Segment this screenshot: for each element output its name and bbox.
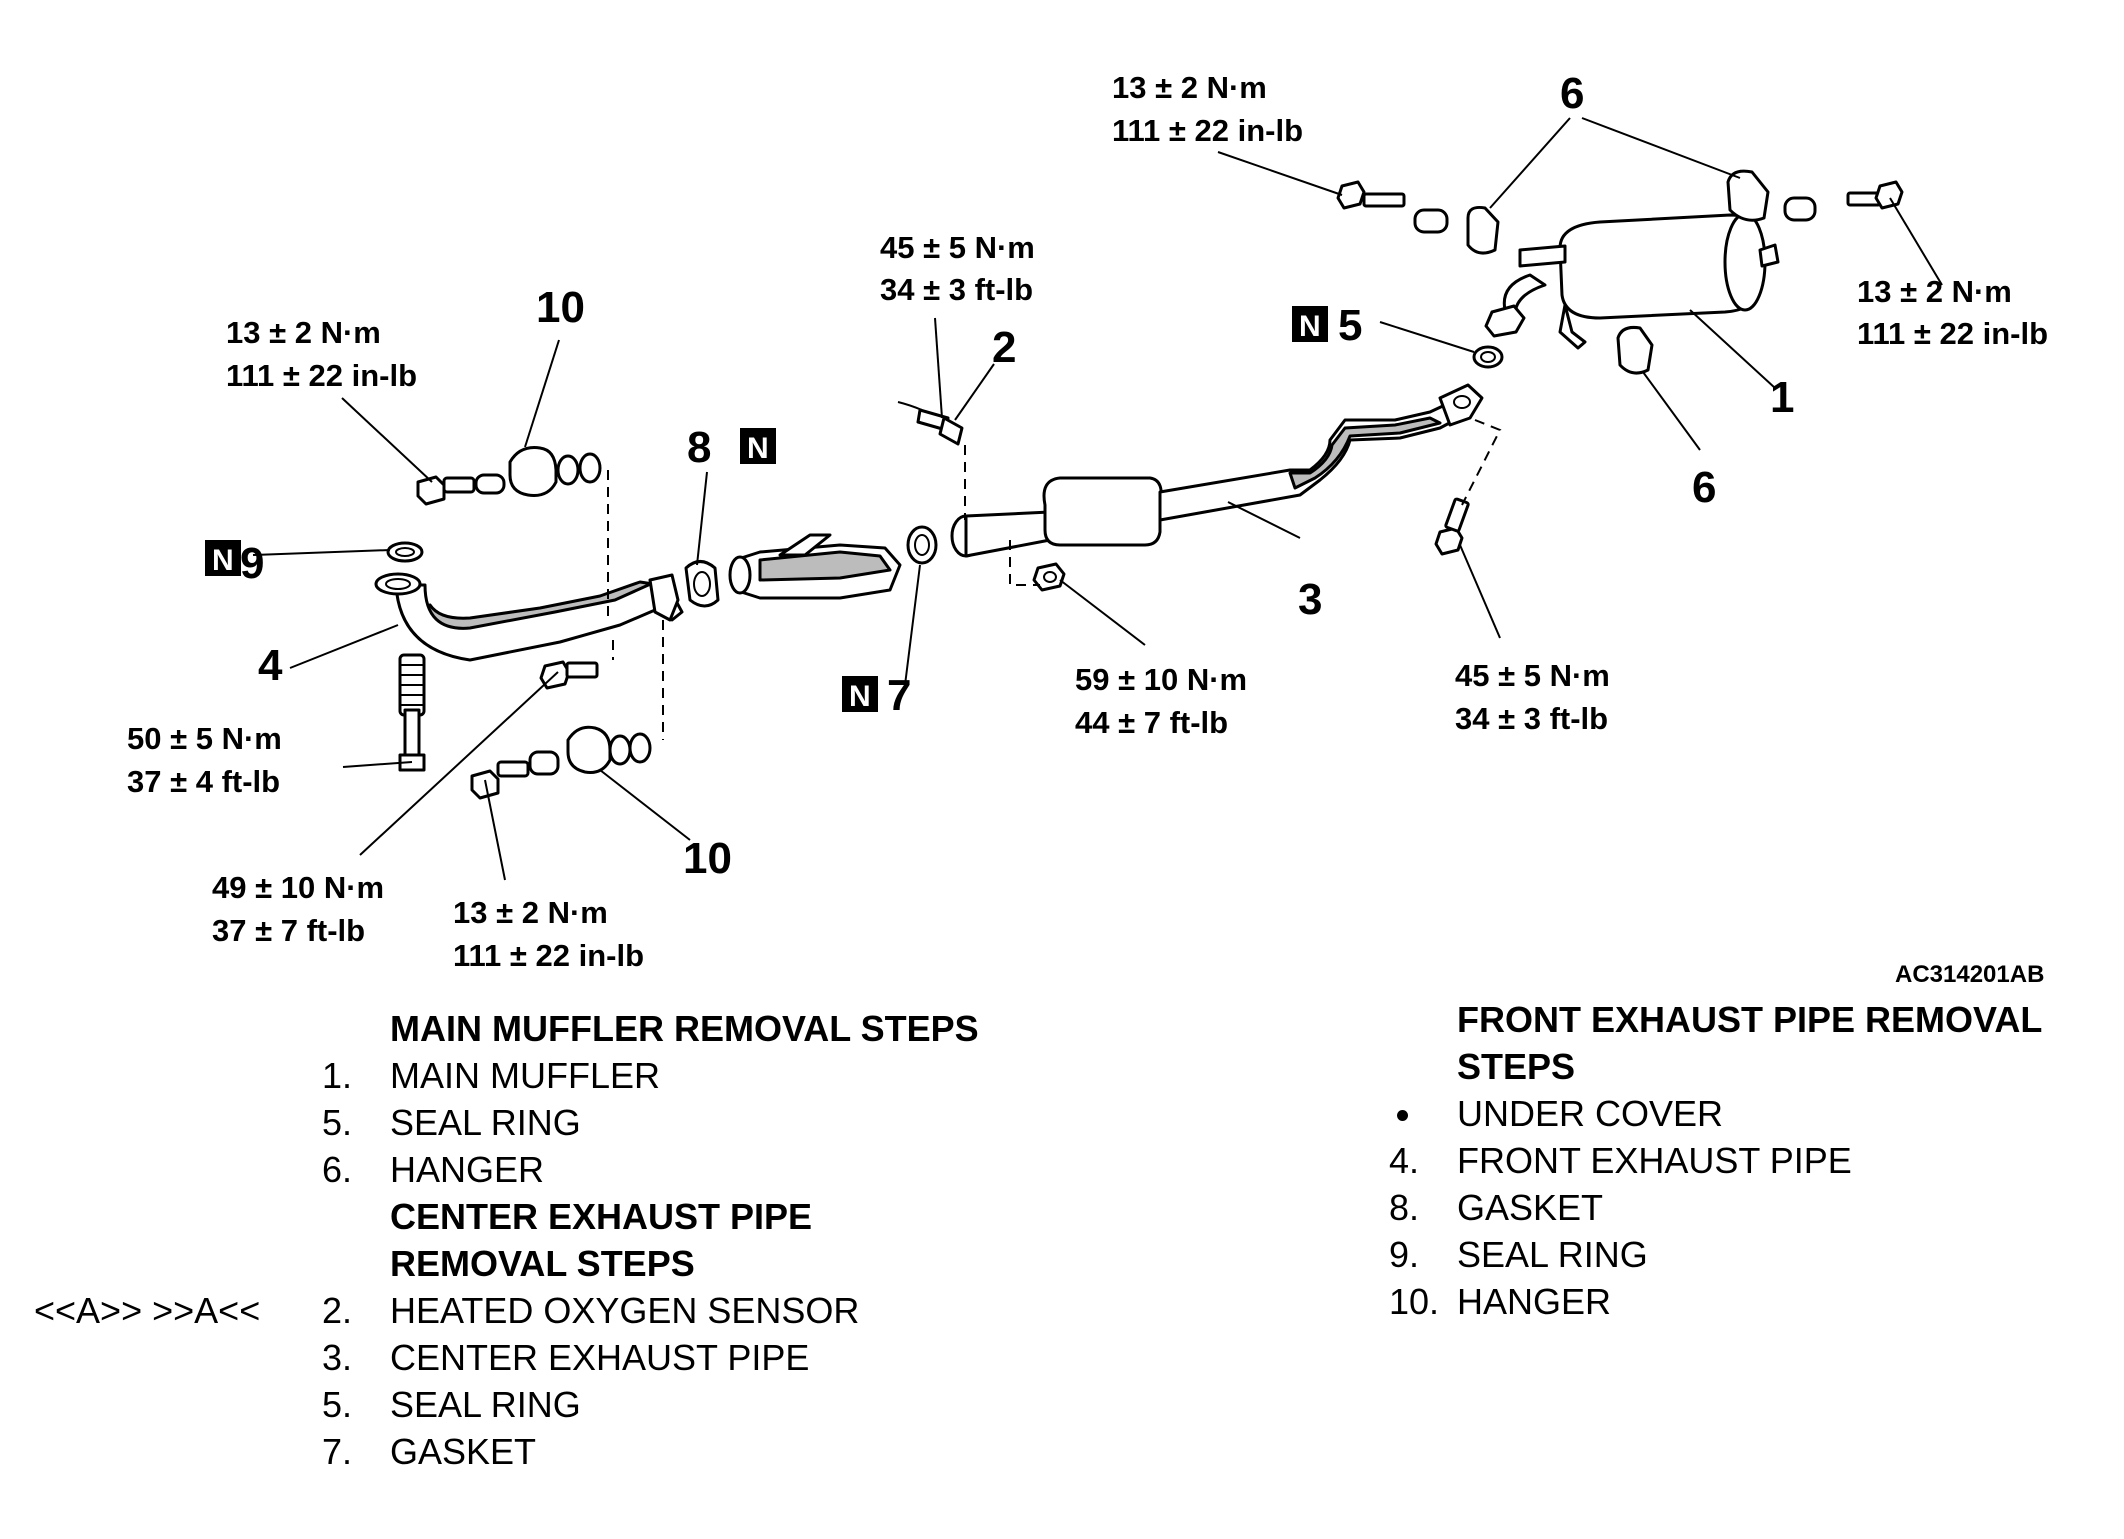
front-exhaust-pipe	[374, 572, 684, 662]
list-item: 10. HANGER	[1389, 1281, 1612, 1322]
callout-2: 2	[992, 323, 1016, 372]
callout-9: 9	[240, 539, 264, 588]
center-exhaust-pipe	[950, 383, 1484, 558]
list-item: 4. FRONT EXHAUST PIPE	[1389, 1140, 1852, 1181]
front-pipe-steps-title-2: STEPS	[1457, 1046, 1576, 1087]
seal-ring-9	[386, 541, 424, 563]
muffler-top-bolt-right	[1783, 180, 1904, 222]
list-item: 8. GASKET	[1389, 1187, 1604, 1228]
badge-n-7: N	[842, 676, 878, 713]
center-pipe-nut	[1032, 562, 1066, 592]
callout-6-top: 6	[1560, 69, 1584, 118]
gasket-8	[684, 560, 720, 608]
leader-lines	[252, 117, 1943, 881]
main-muffler-steps-title: MAIN MUFFLER REMOVAL STEPS	[390, 1008, 979, 1049]
callout-6-bottom: 6	[1692, 463, 1716, 512]
callout-4: 4	[258, 641, 283, 690]
badge-n-8: N	[740, 428, 776, 465]
callout-10-bottom: 10	[683, 834, 732, 883]
list-item: 5. SEAL RING	[322, 1102, 581, 1143]
svg-text:N: N	[1299, 310, 1321, 343]
callout-8: 8	[687, 423, 711, 472]
callout-1: 1	[1770, 373, 1794, 422]
list-item: <<A>> >>A<< 2. HEATED OXYGEN SENSOR	[34, 1287, 1070, 1334]
torque-muffler-right: 13 ± 2 N·m 111 ± 22 in-lb	[1857, 274, 2048, 351]
hanger-set-top	[416, 446, 602, 506]
callout-5: 5	[1338, 301, 1362, 350]
muffler-hanger-bottom	[1616, 326, 1654, 375]
heated-oxygen-sensor	[897, 401, 964, 446]
front-pipe-bolt	[539, 660, 599, 690]
list-item: 3. CENTER EXHAUST PIPE	[322, 1337, 810, 1378]
center-pipe-bolt	[1434, 497, 1470, 556]
bullet-icon	[1397, 1110, 1408, 1121]
center-pipe-steps-title-1: CENTER EXHAUST PIPE	[390, 1196, 813, 1237]
torque-left-top: 13 ± 2 N·m 111 ± 22 in-lb	[226, 315, 417, 393]
callout-3: 3	[1298, 575, 1322, 624]
muffler-hanger-top-right	[1726, 169, 1770, 222]
torque-front-bolt: 49 ± 10 N·m 37 ± 7 ft-lb	[212, 870, 393, 948]
torque-left-bottom: 13 ± 2 N·m 111 ± 22 in-lb	[453, 895, 644, 973]
front-pipe-steps-title-1: FRONT EXHAUST PIPE REMOVAL	[1457, 999, 2043, 1040]
svg-text:N: N	[849, 680, 871, 713]
callout-10-top: 10	[536, 283, 585, 332]
muffler-top-bolt-left	[1336, 180, 1449, 234]
gasket-7	[906, 525, 938, 565]
list-item: 9. SEAL RING	[1389, 1234, 1648, 1275]
list-item: UNDER COVER	[1397, 1090, 2117, 1137]
muffler-hanger-top-left	[1466, 206, 1500, 255]
torque-muffler-top: 13 ± 2 N·m 111 ± 22 in-lb	[1112, 70, 1303, 148]
assembly-lines	[607, 419, 1502, 740]
seal-ring-5	[1472, 345, 1504, 369]
figure-id: AC314201AB	[1895, 961, 2044, 988]
callout-7: 7	[887, 671, 911, 720]
torque-stud: 50 ± 5 N·m 37 ± 4 ft-lb	[127, 721, 290, 799]
list-item: 6. HANGER	[322, 1149, 545, 1190]
list-item: 1. MAIN MUFFLER	[322, 1055, 660, 1096]
list-item: 5. SEAL RING	[322, 1384, 581, 1425]
right-removal-steps: FRONT EXHAUST PIPE REMOVAL STEPS UNDER C…	[1389, 996, 2117, 1325]
svg-text:N: N	[747, 432, 769, 465]
center-pipe-steps-title-2: REMOVAL STEPS	[390, 1243, 695, 1284]
torque-sensor: 45 ± 5 N·m 34 ± 3 ft-lb	[880, 230, 1043, 307]
procedure-reference: <<A>> >>A<<	[34, 1290, 261, 1331]
left-removal-steps: MAIN MUFFLER REMOVAL STEPS 1. MAIN MUFFL…	[34, 1005, 1070, 1475]
torque-center-bolt: 45 ± 5 N·m 34 ± 3 ft-lb	[1455, 658, 1618, 736]
spring-stud	[398, 653, 426, 772]
badge-n-9: N	[205, 540, 241, 577]
torque-center-nut: 59 ± 10 N·m 44 ± 7 ft-lb	[1075, 662, 1256, 740]
badge-n-5: N	[1292, 306, 1328, 343]
catalytic-converter	[728, 533, 902, 600]
hanger-set-bottom	[470, 725, 652, 800]
main-muffler	[1484, 212, 1780, 350]
svg-text:N: N	[212, 544, 234, 577]
list-item: 7. GASKET	[322, 1431, 537, 1472]
